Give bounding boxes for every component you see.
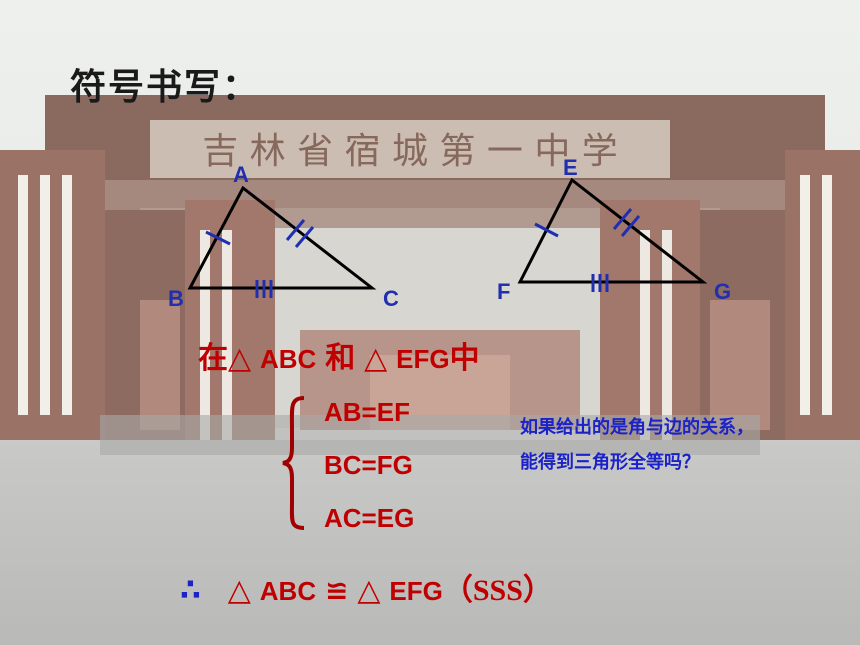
tick-ac-1 [285,219,306,241]
triangle-symbol: △ [357,573,381,608]
vertex-label-e: E [563,155,578,180]
vertex-label-c: C [383,286,399,311]
vertex-label-a: A [233,162,249,187]
conclusion-reason: （SSS） [442,574,553,607]
triangle-symbol: △ [227,573,251,608]
proof-conclusion: ∴ △ ABC ≌ △ EFG（SSS） [180,565,553,609]
question-note: 如果给出的是角与边的关系，能得到三角形全等吗？ [520,417,754,473]
conclusion-triangle-efg: EFG [389,576,443,606]
condition-ac-eg: AC=EG [324,503,415,533]
intro-triangle-efg: EFG [396,344,450,374]
intro-suffix: 中 [449,341,480,376]
condition-ab-ef: AB=EF [324,397,410,427]
therefore-symbol: ∴ [180,573,201,608]
conclusion-triangle-abc: ABC [259,576,317,606]
vertex-label-g: G [714,279,732,304]
congruent-symbol: ≌ [325,574,349,607]
triangle-efg-ticks [534,208,641,292]
vertex-label-f: F [497,279,511,304]
triangle-symbol: △ [364,341,388,376]
intro-and: 和 [325,341,356,376]
tick-ab [205,230,231,246]
intro-triangle-abc: ABC [259,344,317,374]
tick-ef [534,222,559,238]
slide-title: 符号书写： [70,67,261,108]
triangle-abc-ticks [205,219,315,298]
svg-text:吉 林 省 宿 城 第 一 中 学: 吉 林 省 宿 城 第 一 中 学 [202,131,618,172]
tick-eg-2 [620,215,641,237]
tick-eg-1 [612,208,633,230]
condition-bc-fg: BC=FG [324,450,413,480]
tick-ac-2 [294,226,315,248]
triangle-symbol: △ [228,341,252,376]
proof-intro: 在△ ABC 和 △ EFG中 [198,333,480,377]
intro-prefix: 在 [198,341,228,376]
vertex-label-b: B [168,286,184,311]
